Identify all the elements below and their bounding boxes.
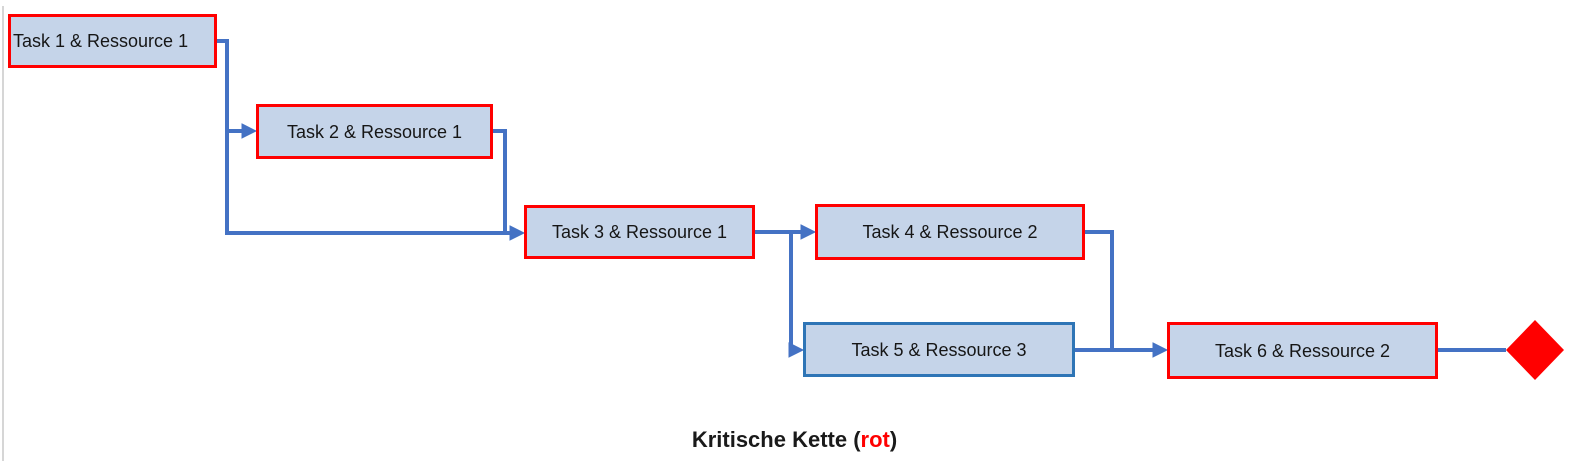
- task-node-6: Task 6 & Ressource 2: [1167, 322, 1438, 379]
- connector-task4-task6: [1085, 230, 1114, 350]
- caption-prefix: Kritische Kette (: [691, 427, 861, 452]
- milestone-diamond-icon: [1506, 320, 1564, 380]
- arrowhead-into-task3-icon: [509, 225, 526, 241]
- arrowhead-into-task6-icon: [1152, 342, 1169, 358]
- caption-highlight: rot: [860, 427, 890, 452]
- caption: Kritische Kette (rot): [9, 427, 1571, 453]
- connector-lines: [217, 39, 1506, 352]
- arrowhead-into-task5-icon: [788, 342, 805, 358]
- task-node-5: Task 5 & Ressource 3: [803, 322, 1075, 377]
- arrowhead-into-task4-icon: [800, 224, 817, 240]
- connector-task3-task5: [789, 232, 793, 352]
- caption-suffix: ): [889, 427, 898, 452]
- task-node-1: Task 1 & Ressource 1: [8, 14, 217, 68]
- task-node-3: Task 3 & Ressource 1: [524, 205, 755, 259]
- task-node-2: Task 2 & Ressource 1: [256, 104, 493, 159]
- connector-task2-task3: [493, 129, 507, 233]
- arrowhead-into-task2-icon: [241, 123, 258, 139]
- task-node-4: Task 4 & Ressource 2: [815, 204, 1085, 260]
